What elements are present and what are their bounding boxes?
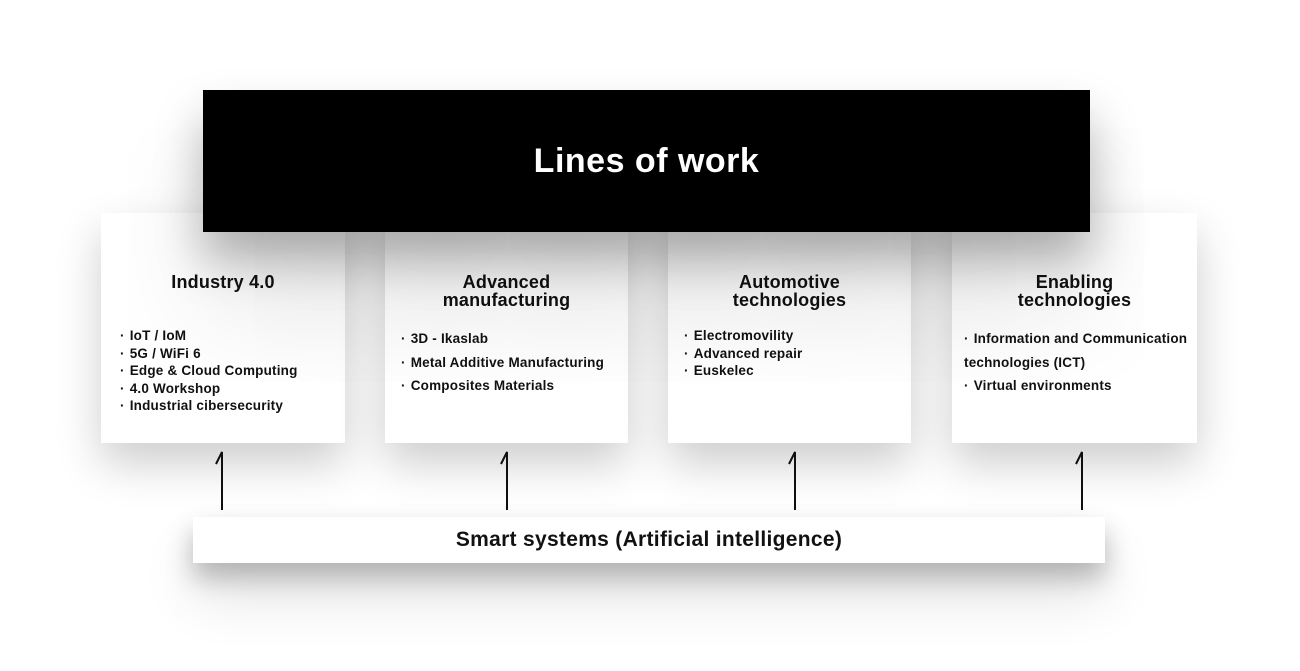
list-item: Electromovility [684,327,905,345]
list-item: IoT / IoM [120,327,339,345]
list-item: Metal Additive Manufacturing [401,351,622,375]
list-item: 5G / WiFi 6 [120,345,339,363]
smart-systems-label: Smart systems (Artificial intelligence) [455,528,843,551]
list-item: Advanced repair [684,345,905,363]
card-advanced-manufacturing: Advanced manufacturing 3D - Ikaslab Meta… [385,213,628,443]
up-arrow-icon [1075,451,1083,510]
card-automotive-technologies: Automotive technologies Electromovility … [668,213,911,443]
card-enabling-technologies: Enabling technologies Information and Co… [952,213,1197,443]
list-item: 4.0 Workshop [120,380,339,398]
card-title: Enabling technologies [1017,272,1132,310]
up-arrow-icon [215,451,223,510]
up-arrow-icon [788,451,796,510]
card-title: Automotive technologies [732,272,847,310]
list-item: Euskelec [684,362,905,380]
card-item-list: 3D - Ikaslab Metal Additive Manufacturin… [401,327,622,398]
smart-systems-bar: Smart systems (Artificial intelligence) [193,517,1105,563]
card-item-list: Information and Communication technologi… [964,327,1191,398]
header-banner: Lines of work [203,90,1090,232]
list-item: Composites Materials [401,374,622,398]
list-item: 3D - Ikaslab [401,327,622,351]
card-item-list: IoT / IoM 5G / WiFi 6 Edge & Cloud Compu… [120,327,339,415]
page-title: Lines of work [533,141,760,180]
up-arrow-icon [500,451,508,510]
list-item: Industrial cibersecurity [120,397,339,415]
card-item-list: Electromovility Advanced repair Euskelec [684,327,905,380]
card-industry-40: Industry 4.0 IoT / IoM 5G / WiFi 6 Edge … [101,213,345,443]
card-title: Industry 4.0 [171,272,275,292]
list-item: Virtual environments [964,374,1191,398]
card-title: Advanced manufacturing [442,272,571,310]
list-item: Edge & Cloud Computing [120,362,339,380]
list-item: Information and Communication technologi… [964,327,1191,374]
